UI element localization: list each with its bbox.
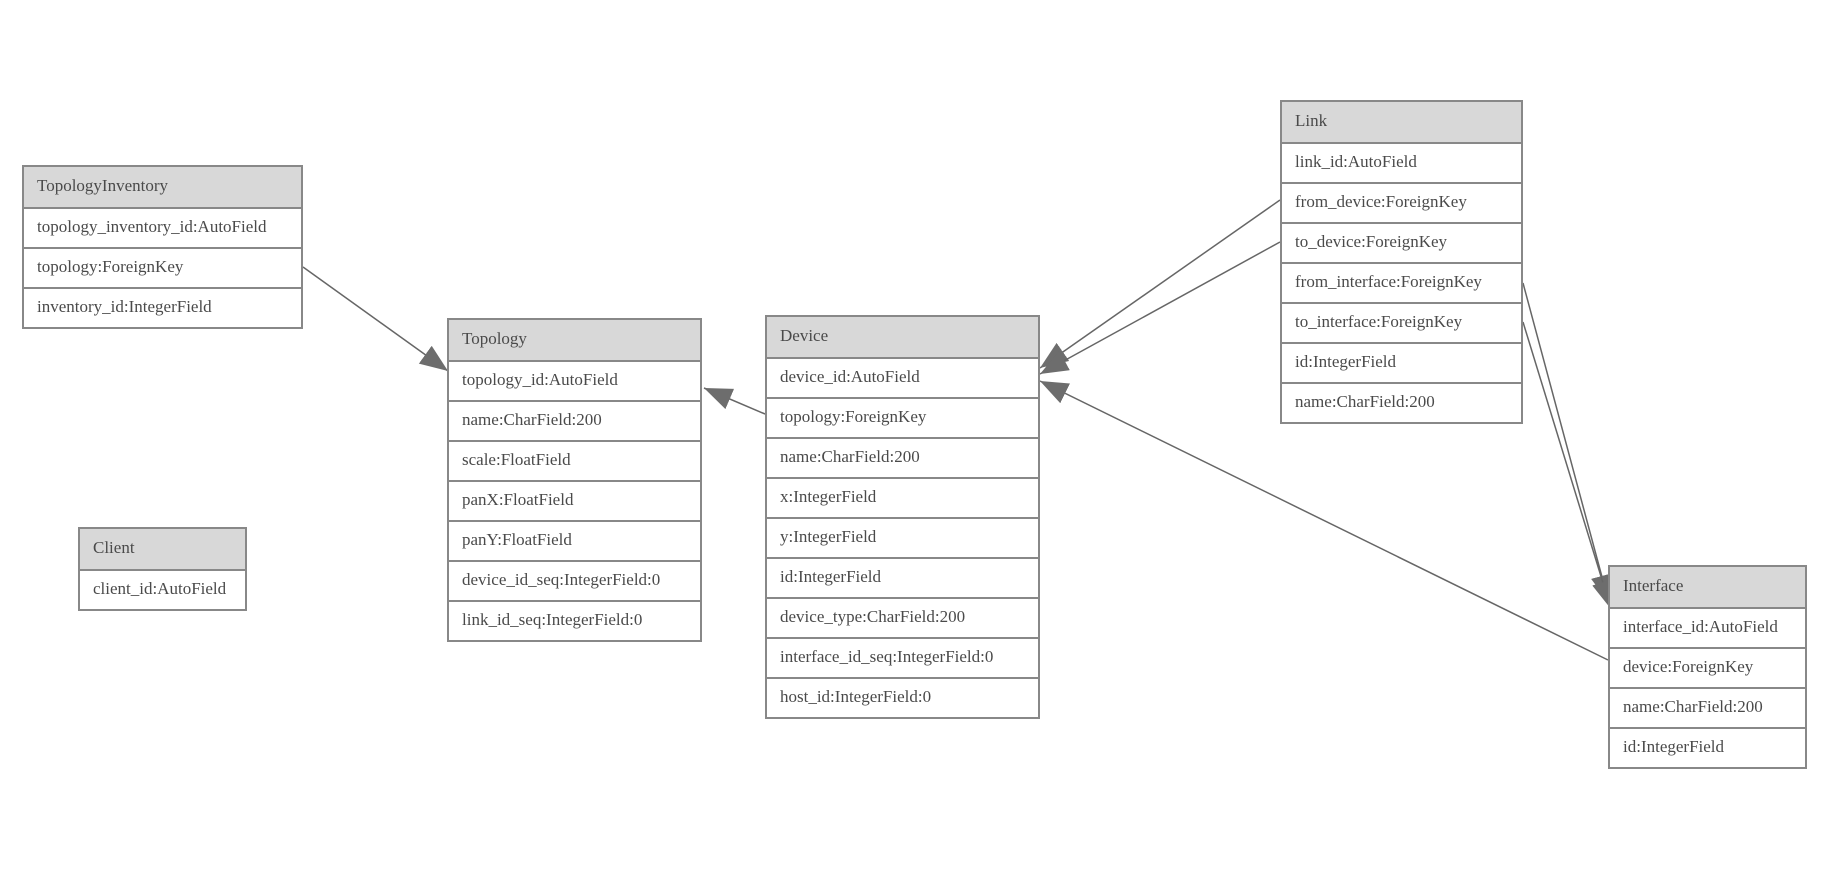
field-device-device_id: device_id:AutoField [767, 357, 1038, 397]
relation-device-topology--to--topology-topology-id [703, 387, 766, 415]
field-topologyinventory-topology: topology:ForeignKey [24, 247, 301, 287]
relation-link-to-interface--to--interface-interface-id [1522, 321, 1614, 610]
relation-topologyinventory-topology--to--topology-topology-id [302, 266, 449, 372]
field-link-from_interface: from_interface:ForeignKey [1282, 262, 1521, 302]
field-topology-link_id_seq: link_id_seq:IntegerField:0 [449, 600, 700, 640]
entity-title-interface: Interface [1610, 567, 1805, 607]
field-client-client_id: client_id:AutoField [80, 569, 245, 609]
field-topology-topology_id: topology_id:AutoField [449, 360, 700, 400]
entity-title-topologyinventory: TopologyInventory [24, 167, 301, 207]
field-topologyinventory-inventory_id: inventory_id:IntegerField [24, 287, 301, 327]
field-link-to_device: to_device:ForeignKey [1282, 222, 1521, 262]
field-interface-id: id:IntegerField [1610, 727, 1805, 767]
entity-title-device: Device [767, 317, 1038, 357]
field-device-host_id: host_id:IntegerField:0 [767, 677, 1038, 717]
entity-title-client: Client [80, 529, 245, 569]
field-topology-device_id_seq: device_id_seq:IntegerField:0 [449, 560, 700, 600]
field-topology-panX: panX:FloatField [449, 480, 700, 520]
field-topology-panY: panY:FloatField [449, 520, 700, 560]
relation-link-from-device--to--device-device-id [1039, 199, 1281, 369]
field-device-y: y:IntegerField [767, 517, 1038, 557]
field-device-name: name:CharField:200 [767, 437, 1038, 477]
field-device-device_type: device_type:CharField:200 [767, 597, 1038, 637]
field-topology-name: name:CharField:200 [449, 400, 700, 440]
field-device-topology: topology:ForeignKey [767, 397, 1038, 437]
field-device-id: id:IntegerField [767, 557, 1038, 597]
field-interface-name: name:CharField:200 [1610, 687, 1805, 727]
field-topology-scale: scale:FloatField [449, 440, 700, 480]
relation-link-from-interface--to--interface-interface-id [1522, 282, 1613, 604]
field-link-name: name:CharField:200 [1282, 382, 1521, 422]
entity-title-link: Link [1282, 102, 1521, 142]
field-link-link_id: link_id:AutoField [1282, 142, 1521, 182]
field-topologyinventory-topology_inventory_id: topology_inventory_id:AutoField [24, 207, 301, 247]
field-device-interface_id_seq: interface_id_seq:IntegerField:0 [767, 637, 1038, 677]
field-link-id: id:IntegerField [1282, 342, 1521, 382]
field-interface-interface_id: interface_id:AutoField [1610, 607, 1805, 647]
field-link-to_interface: to_interface:ForeignKey [1282, 302, 1521, 342]
field-link-from_device: from_device:ForeignKey [1282, 182, 1521, 222]
field-device-x: x:IntegerField [767, 477, 1038, 517]
field-interface-device: device:ForeignKey [1610, 647, 1805, 687]
relation-interface-device--to--device-device-id [1039, 380, 1609, 661]
relation-link-to-device--to--device-device-id [1039, 241, 1281, 375]
entity-title-topology: Topology [449, 320, 700, 360]
